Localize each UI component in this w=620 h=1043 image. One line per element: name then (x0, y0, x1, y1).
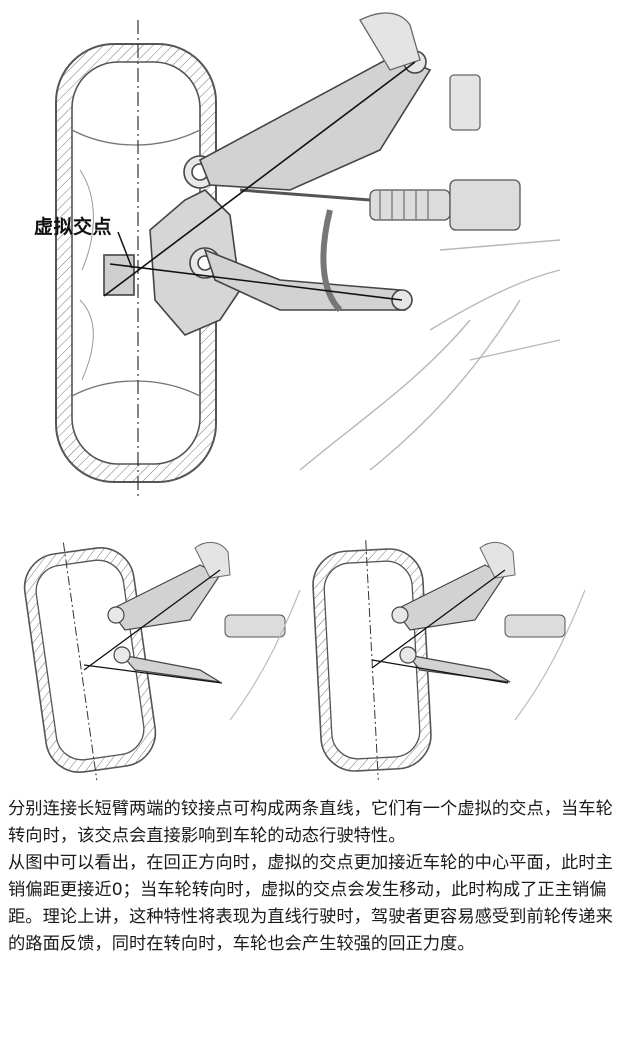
virtual-intersection-label: 虚拟交点 (34, 216, 113, 238)
caption-paragraph-1: 分别连接长短臂两端的铰接点可构成两条直线，它们有一个虚拟的交点，当车轮转向时，该… (8, 799, 613, 846)
strut-mount (320, 12, 481, 313)
upper-control-arm (198, 54, 432, 191)
suspension-diagram (23, 12, 586, 781)
caption-text: 分别连接长短臂两端的铰接点可构成两条直线，它们有一个虚拟的交点，当车轮转向时，该… (8, 796, 614, 958)
steered-view-left (23, 542, 301, 781)
main-suspension-view (55, 12, 561, 500)
caption-paragraph-2: 从图中可以看出，在回正方向时，虚拟的交点更加接近车轮的中心平面，此时主销偏距更接… (8, 853, 613, 954)
callout-pointer (117, 231, 133, 269)
steering-rack (239, 179, 521, 231)
lower-arm-hinge-line (109, 263, 403, 301)
upper-arm-hinge-line (103, 61, 416, 297)
steering-knuckle (103, 155, 241, 336)
steered-view-right (312, 540, 586, 780)
